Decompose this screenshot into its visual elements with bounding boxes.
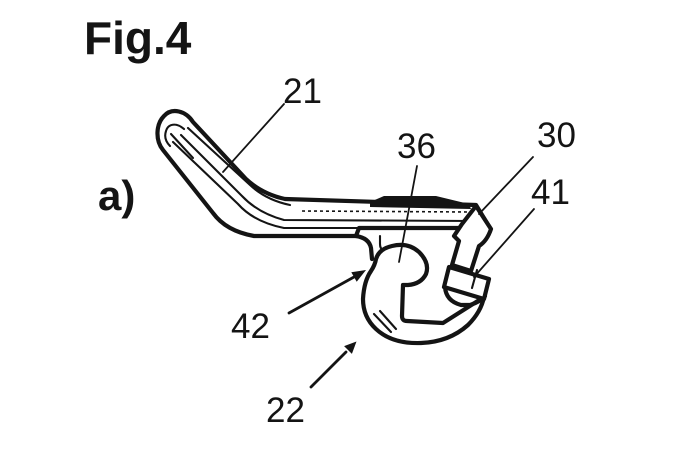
beam-top-filled-strip [370, 196, 471, 209]
reference-numeral-22: 22 [266, 391, 305, 430]
arrow-22-shaft [309, 350, 348, 389]
arm-cap-inner-arc [164, 123, 186, 148]
arm-section-line [218, 150, 246, 180]
leader-lines [222, 103, 535, 278]
arm-contour-line-1 [186, 126, 292, 207]
retainer-hook [441, 203, 494, 308]
beam-stitch-line [301, 210, 470, 213]
leader-41 [473, 208, 535, 278]
clip-outline [360, 242, 487, 346]
clip-hatch-line-1 [372, 312, 393, 334]
tab-inner-line [470, 268, 479, 290]
arm-cap-edge-line [169, 132, 195, 160]
reference-numeral-36: 36 [397, 127, 436, 166]
arm-contour-line-3 [171, 140, 362, 230]
figure-title: Fig.4 [84, 12, 192, 64]
leader-36 [398, 165, 418, 263]
beam-step-outer [353, 233, 375, 262]
clip-hatch-line-2 [378, 309, 398, 331]
arm-contour-line-2 [179, 133, 477, 223]
arrow-42-shaft [287, 275, 356, 315]
arrow-42-head [351, 270, 366, 282]
hook-outline [449, 203, 494, 274]
arrow-22-head [344, 341, 357, 354]
tab-outline [441, 264, 492, 302]
panel-label: a) [98, 172, 135, 219]
reference-numeral-30: 30 [537, 116, 576, 155]
wiper-arm-body [155, 108, 493, 262]
leader-21 [222, 103, 285, 173]
leader-30 [478, 156, 534, 215]
reference-numeral-41: 41 [531, 173, 570, 212]
reference-numeral-21: 21 [283, 72, 322, 111]
reference-numeral-42: 42 [231, 307, 270, 346]
arrow-22 [309, 341, 357, 389]
clip-body [360, 242, 487, 346]
arrow-42 [287, 270, 366, 315]
